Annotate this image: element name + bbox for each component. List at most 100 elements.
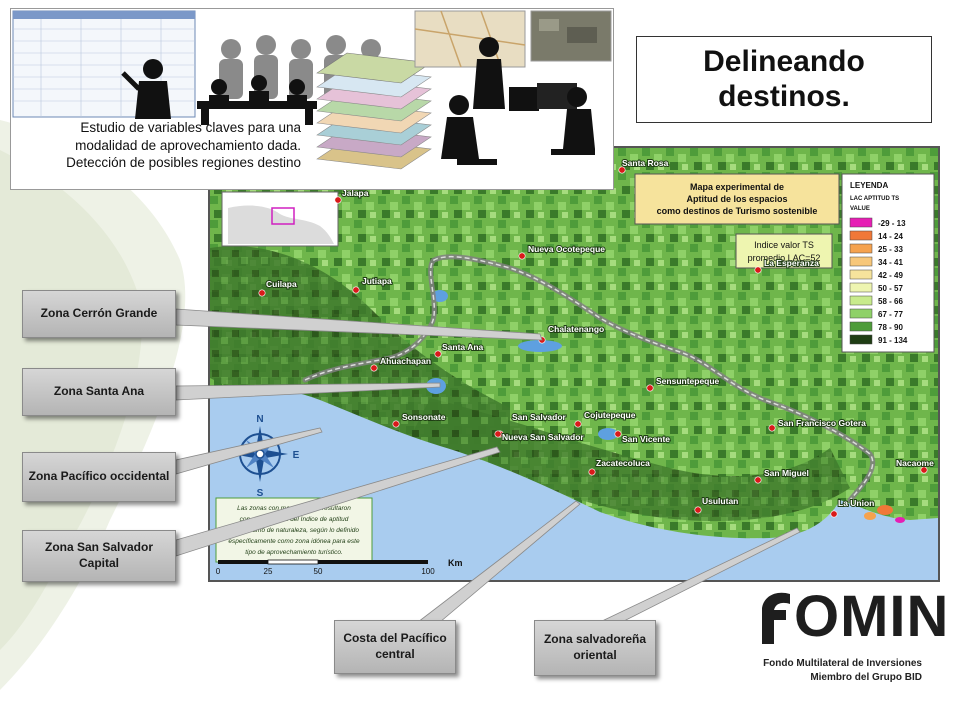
presenter-silhouette [121,59,171,119]
legend-swatch [849,295,873,306]
index-line: promedio LAC=52 [748,253,821,263]
note-line: Las zonas con mayor aptitud resultaron [237,505,351,512]
logo-subtitle: Miembro del Grupo BID [810,672,922,683]
city-label: Sensuntepeque [656,376,720,386]
island [877,505,893,515]
meeting-table-silhouette [197,75,317,125]
legend-label: 14 - 24 [878,232,903,241]
city-pin-icon [258,289,266,297]
legend-swatch [849,256,873,267]
legend-swatch [849,308,873,319]
map-title-line: Mapa experimental de [690,182,784,192]
city-label: San Vicente [622,434,670,444]
city-label: Cojutepeque [584,410,636,420]
callout-zona-san-salvador-capital: Zona San Salvador Capital [22,530,176,582]
city-pin-icon [754,476,762,484]
city-pin-icon [334,196,342,204]
city-pin-icon [574,420,582,428]
island [895,517,905,523]
legend-label: -29 - 13 [878,219,906,228]
svg-text:S: S [257,488,264,499]
svg-text:W: W [219,450,229,461]
note-line: con valores altos del Indice de aptitud [240,516,349,523]
logo-subtitle: Fondo Multilateral de Inversiones [763,658,922,669]
city-pin-icon [588,468,596,476]
city-pin-icon [392,420,400,428]
city-label: Sonsonate [402,412,446,422]
city-label: Cuilapa [266,279,297,289]
svg-text:E: E [293,450,300,461]
scale-tick: 50 [314,567,323,576]
city-pin-icon [768,424,776,432]
city-pin-icon [370,364,378,372]
city-pin-icon [434,350,442,358]
slide-title-box: Delineando destinos. [636,36,932,123]
callout-zona-cerron-grande: Zona Cerrón Grande [22,290,176,338]
city-label: Santa Ana [442,342,484,352]
city-label: Zacatecoluca [596,458,650,468]
map-title-line: Aptitud de los espacios [686,194,787,204]
city-label: Ahuachapan [380,356,431,366]
computer-workers-silhouette [441,37,595,165]
fomin-logo-mark-icon [762,592,790,644]
city-pin-icon [646,384,654,392]
legend-label: 78 - 90 [878,323,903,332]
tourism-aptitude-map: Mapa experimental de Aptitud de los espa… [208,146,940,582]
city-label: La Esperanza [764,258,819,268]
legend-label: 34 - 41 [878,258,903,267]
logo-wordmark: OMIN [794,584,950,649]
city-label: San Francisco Gotera [778,418,866,428]
city-label: Usulutan [702,496,738,506]
legend-label: 91 - 134 [878,336,908,345]
island [864,512,876,520]
city-label: Chalatenango [548,324,604,334]
city-label: Nueva San Salvador [502,432,584,442]
scale-tick: 25 [264,567,273,576]
map-legend: LEYENDA LAC APTITUD TS VALUE -29 - 13 14 … [841,173,935,353]
callout-zona-santa-ana: Zona Santa Ana [22,368,176,416]
legend-swatch [849,243,873,254]
slide-title: Delineando destinos. [703,45,865,113]
legend-swatch [849,230,873,241]
legend-swatch [849,282,873,293]
lake [518,340,562,352]
scale-unit: Km [448,558,463,568]
city-label: Nueva Ocotepeque [528,244,605,254]
lake [598,428,618,440]
legend-label: 25 - 33 [878,245,903,254]
caption-line: Detección de posibles regiones destino [66,155,301,171]
city-pin-icon [614,430,622,438]
city-label: San Miguel [764,468,809,478]
city-label: Jalapa [342,188,369,198]
city-pin-icon [518,252,526,260]
legend-title: LEYENDA [850,181,888,190]
caption-line: Estudio de variables claves para una [80,120,301,135]
city-pin-icon [352,286,360,294]
callout-zona-salvadorena-oriental: Zona salvadoreña oriental [534,620,656,676]
svg-text:N: N [256,414,263,425]
legend-swatch [849,217,873,228]
caption-line: modalidad de aprovechamiento dada. [75,137,301,153]
legend-label: 58 - 66 [878,297,903,306]
index-box: Indice valor TS promedio LAC=52 [735,233,833,269]
note-line: específicamente como zona idónea para es… [228,538,360,545]
note-line: tipo de aprovechamiento turístico. [245,549,343,556]
city-label: San Salvador [512,412,567,422]
index-line: Indice valor TS [754,240,814,250]
city-pin-icon [538,336,546,344]
map-note-box: Las zonas con mayor aptitud resultaron co… [215,497,373,563]
legend-swatch [849,321,873,332]
city-pin-icon [618,166,626,174]
legend-subtitle: LAC APTITUD TS [850,196,899,202]
callout-zona-pacifico-occidental: Zona Pacífico occidental [22,452,176,502]
collage-caption: Estudio de variables claves para una mod… [11,119,301,172]
legend-label: 67 - 77 [878,310,903,319]
city-pin-icon [754,266,762,274]
legend-label: 42 - 49 [878,271,903,280]
scale-tick: 0 [216,567,221,576]
map-title-line: como destinos de Turismo sostenible [657,206,818,216]
city-label: La Union [838,498,874,508]
scale-tick: 100 [421,567,435,576]
legend-subtitle: VALUE [850,206,870,212]
city-pin-icon [694,506,702,514]
